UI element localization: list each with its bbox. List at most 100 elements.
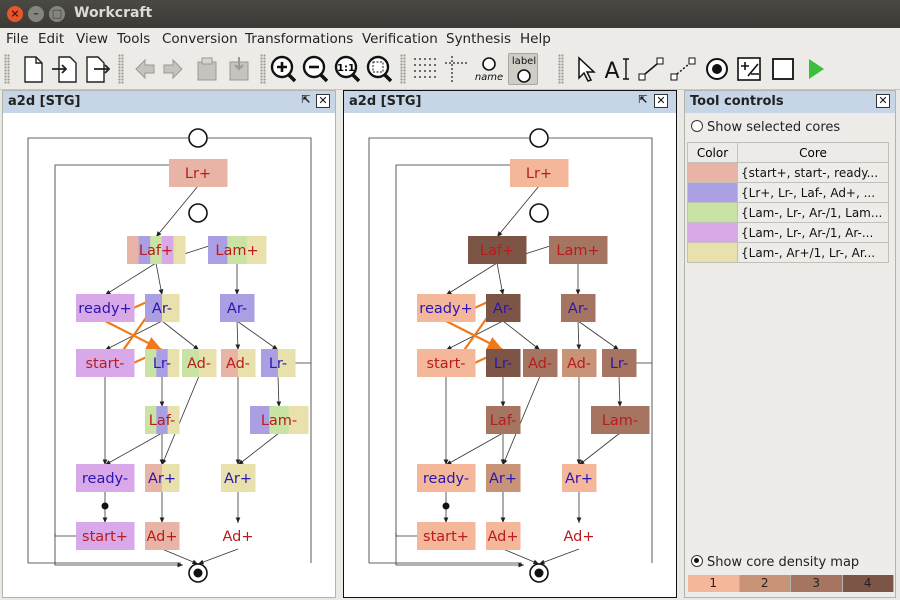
editor-panel-header: a2d [STG] ⇱ ✕: [344, 91, 676, 113]
grid-toggle-icon[interactable]: [410, 53, 440, 85]
stg-place: [188, 128, 208, 148]
stg-transition-label: Lr+: [526, 166, 552, 182]
core-row[interactable]: {Lam-, Lr-, Ar-/1, Lam...: [687, 202, 889, 223]
menu-help[interactable]: Help: [520, 31, 551, 47]
show-selected-cores-option[interactable]: Show selected cores: [691, 120, 840, 135]
show-name-toggle[interactable]: name: [474, 53, 504, 85]
close-icon[interactable]: ✕: [876, 94, 890, 108]
tool-controls-header: Tool controls ✕: [685, 91, 895, 113]
undo-icon[interactable]: [128, 53, 158, 85]
stg-transition-label: Lr-: [153, 356, 171, 372]
toolbar-grip[interactable]: [118, 54, 124, 84]
stg-transition: [145, 522, 180, 550]
stg-transition: [182, 349, 200, 377]
density-level-swatch: 2: [739, 575, 791, 592]
paste-icon[interactable]: [224, 53, 254, 85]
stg-transition: [145, 464, 163, 492]
connect-tool-icon[interactable]: [636, 53, 666, 85]
zoom-out-icon[interactable]: [300, 53, 330, 85]
stg-canvas[interactable]: Lr+Laf+Lam+ready+Ar-Ar-start-Lr-Ad-Ad-Lr…: [3, 113, 335, 597]
show-label-toggle[interactable]: label: [508, 53, 538, 85]
menu-transformations[interactable]: Transformations: [245, 31, 354, 47]
toolbar-grip[interactable]: [400, 54, 406, 84]
stg-transition: [510, 159, 569, 187]
svg-text:A: A: [604, 59, 619, 84]
signal-transition-tool-icon[interactable]: [734, 53, 764, 85]
undock-icon[interactable]: ⇱: [301, 93, 311, 106]
menu-verification[interactable]: Verification: [362, 31, 438, 47]
zoom-default-icon[interactable]: 1:1: [332, 53, 362, 85]
radio-icon[interactable]: [691, 555, 703, 567]
editor-title: a2d [STG]: [8, 94, 81, 109]
simulation-tool-icon[interactable]: [800, 53, 830, 85]
place-tool-icon[interactable]: [702, 53, 732, 85]
stg-transition: [199, 349, 217, 377]
menu-view[interactable]: View: [76, 31, 109, 47]
minimize-window-button[interactable]: –: [28, 6, 44, 22]
stg-transition-label: start-: [85, 356, 124, 372]
stg-transition: [127, 236, 140, 264]
open-document-button[interactable]: [50, 53, 80, 85]
stg-transition: [523, 349, 558, 377]
stg-arc: [496, 262, 505, 296]
text-tool-icon[interactable]: A: [602, 53, 632, 85]
stg-arc: [577, 320, 620, 351]
stg-transition: [562, 464, 597, 492]
core-events: {start+, start-, ready...: [737, 162, 889, 183]
select-tool-icon[interactable]: [570, 53, 600, 85]
save-document-button[interactable]: [82, 53, 112, 85]
ruler-toggle-icon[interactable]: [442, 53, 472, 85]
core-row[interactable]: {Lam-, Ar+/1, Lr-, Ar...: [687, 242, 889, 263]
stg-transition-label: Laf-: [149, 413, 176, 429]
stg-transition-label: Lr-: [494, 356, 512, 372]
toolbar-grip[interactable]: [260, 54, 266, 84]
stg-transition: [549, 236, 608, 264]
close-icon[interactable]: ✕: [654, 94, 668, 108]
toolbar-grip[interactable]: [4, 54, 10, 84]
editor-title: a2d [STG]: [349, 94, 422, 109]
new-document-button[interactable]: [18, 53, 48, 85]
core-row[interactable]: {Lam-, Lr-, Ar-/1, Ar-...: [687, 222, 889, 243]
zoom-fit-icon[interactable]: [364, 53, 394, 85]
stg-arc: [27, 137, 188, 563]
menu-file[interactable]: File: [6, 31, 29, 47]
menu-conversion[interactable]: Conversion: [162, 31, 238, 47]
stg-token: [442, 502, 450, 510]
stg-canvas[interactable]: Lr+Laf+Lam+ready+Ar-Ar-start-Lr-Ad-Ad-Lr…: [344, 113, 676, 597]
stg-arc: [54, 562, 183, 568]
redo-icon[interactable]: [160, 53, 190, 85]
stg-token: [101, 502, 109, 510]
undock-icon[interactable]: ⇱: [638, 93, 648, 106]
stg-transition: [261, 349, 279, 377]
menu-edit[interactable]: Edit: [38, 31, 65, 47]
close-icon[interactable]: ✕: [316, 94, 330, 108]
toolbar-grip[interactable]: [558, 54, 564, 84]
stg-transition: [76, 349, 135, 377]
core-row[interactable]: {start+, start-, ready...: [687, 162, 889, 183]
zoom-in-icon[interactable]: [268, 53, 298, 85]
core-events: {Lam-, Lr-, Ar-/1, Ar-...: [737, 222, 889, 243]
stg-arc: [445, 262, 498, 296]
stg-transition-label: Lam-: [261, 413, 297, 429]
core-row[interactable]: {Lr+, Lr-, Laf-, Ad+, ...: [687, 182, 889, 203]
stg-arc: [617, 375, 623, 408]
stg-transition: [591, 406, 650, 434]
radio-icon[interactable]: [691, 120, 703, 132]
close-window-button[interactable]: ×: [7, 6, 23, 22]
stg-transition: [561, 294, 596, 322]
show-name-label: name: [474, 72, 504, 83]
stg-transition-label: start-: [426, 356, 465, 372]
stg-arc: [197, 548, 239, 565]
maximize-window-button[interactable]: □: [49, 6, 65, 22]
menu-tools[interactable]: Tools: [117, 31, 151, 47]
toolbar: 1:1 name label A: [0, 50, 900, 90]
stg-transition: [208, 236, 228, 264]
stg-transition-label: Lam+: [215, 243, 258, 259]
stg-arc: [155, 185, 199, 238]
show-density-map-option[interactable]: Show core density map: [691, 555, 859, 570]
menu-synthesis[interactable]: Synthesis: [446, 31, 512, 47]
copy-icon[interactable]: [192, 53, 222, 85]
dummy-transition-tool-icon[interactable]: [768, 53, 798, 85]
read-arc-tool-icon[interactable]: [668, 53, 698, 85]
